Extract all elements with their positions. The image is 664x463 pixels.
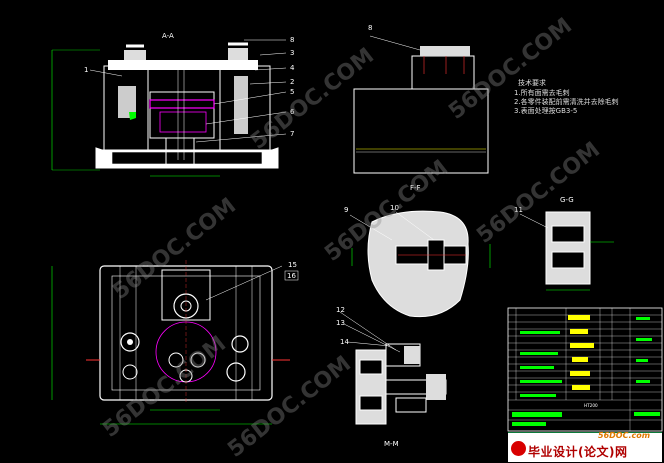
site-logo-icon <box>511 441 526 456</box>
tech-notes-line3: 3.表面处理按GB3-5 <box>514 106 577 115</box>
aa-magenta-insert <box>149 99 215 109</box>
aa-leader-3 <box>259 52 287 56</box>
aa-balloon-5: 5 <box>290 88 294 96</box>
section-ff-view: F-F 9 10 <box>344 184 491 318</box>
ff-leader-9 <box>349 214 393 241</box>
section-gg-view: G-G 11 <box>514 196 614 291</box>
aa-magenta-body <box>159 111 207 133</box>
aa-right-hatch <box>234 76 248 134</box>
aa-left-hatch <box>118 86 136 118</box>
plan-left-boss-dot <box>127 339 133 345</box>
section-ff-label: F-F <box>410 184 421 192</box>
aa-balloon-8: 8 <box>290 36 294 44</box>
plan-center-block <box>161 269 211 321</box>
plan-hole-b <box>190 352 206 368</box>
tb-yellow-cells <box>568 315 594 390</box>
mm-end-nut <box>426 374 446 400</box>
aa-right-knob <box>228 48 248 60</box>
plan-balloon-16: 16 <box>287 272 296 280</box>
mm-leader-14 <box>347 341 391 347</box>
aa-leader-4 <box>254 67 287 71</box>
tb-frame <box>507 307 663 432</box>
tr-leader <box>369 35 421 51</box>
aa-leader-6 <box>205 111 287 125</box>
tr-balloon-8: 8 <box>368 24 372 32</box>
mm-nut <box>404 346 420 364</box>
plan-right-boss-2 <box>226 362 246 382</box>
aa-leader-7 <box>195 133 287 143</box>
tb-right-cells <box>636 317 652 383</box>
watermark-d: 56DOC.COM <box>108 193 241 304</box>
tech-notes-title: 技术要求 <box>518 78 546 87</box>
aa-bottom-shaft <box>165 137 195 169</box>
site-logo-banner[interactable] <box>508 432 662 462</box>
aa-top-plate <box>108 60 258 70</box>
mm-slot-1 <box>359 359 383 375</box>
aa-balloon-7: 7 <box>290 130 294 138</box>
mm-leader-13 <box>343 323 401 353</box>
gg-slot-top <box>551 225 585 243</box>
gg-leader <box>519 213 549 229</box>
tech-notes-line1: 1.所有面需去毛刺 <box>514 88 570 97</box>
tb-green-cells <box>512 331 660 426</box>
top-right-view: 8 <box>353 24 489 174</box>
plan-box-16 <box>284 270 299 281</box>
plan-view: 15 16 <box>51 260 299 425</box>
aa-leader-1 <box>89 69 123 77</box>
mm-balloon-12: 12 <box>336 306 345 314</box>
watermark-e: 56DOC.COM <box>223 351 356 462</box>
mm-balloon-13: 13 <box>336 319 345 327</box>
tb-material: HT200 <box>584 403 598 408</box>
ff-balloon-10: 10 <box>390 204 399 212</box>
plan-balloon-15: 15 <box>288 261 297 269</box>
title-block: HT200 <box>507 307 663 432</box>
ff-leader-10 <box>395 211 435 241</box>
aa-base-cavity <box>111 151 263 165</box>
aa-leader-2 <box>249 81 287 85</box>
tech-notes: 技术要求 1.所有面需去毛刺 2.各零件装配前需清洗并去除毛刺 3.表面处理按G… <box>514 78 619 115</box>
watermark-a: 56DOC.COM <box>246 43 379 154</box>
gg-slot-bot <box>551 251 585 269</box>
section-mm-label: M-M <box>384 440 399 448</box>
plan-right-boss <box>231 335 249 353</box>
watermark-g: 56DOC.COM <box>98 331 231 442</box>
tr-head <box>411 55 475 90</box>
site-logo-text: 毕业设计(论文)网 <box>528 445 628 459</box>
plan-left-boss-2 <box>122 364 138 380</box>
section-gg-label: G-G <box>560 196 574 204</box>
section-mm-view: M-M 12 13 14 <box>336 306 447 448</box>
section-aa-view: A-A 1 8 3 4 <box>51 32 295 177</box>
plan-left-boss <box>120 332 140 352</box>
gg-balloon-11: 11 <box>514 206 523 214</box>
mm-slot-2 <box>359 395 383 411</box>
gg-body <box>545 211 591 285</box>
aa-balloon-1: 1 <box>84 66 88 74</box>
aa-balloon-4: 4 <box>290 64 295 72</box>
aa-leader-5 <box>213 91 287 105</box>
mm-balloon-14: 14 <box>340 338 349 346</box>
tr-head-top <box>420 46 470 56</box>
ff-balloon-9: 9 <box>344 206 348 214</box>
aa-balloon-3: 3 <box>290 49 294 57</box>
site-logo-url[interactable]: 56DOC.com <box>598 431 651 440</box>
aa-green-key <box>129 112 136 120</box>
aa-left-knob <box>124 50 146 60</box>
plan-hole-a <box>168 352 184 368</box>
mm-lower <box>395 397 427 413</box>
section-aa-label: A-A <box>162 32 174 40</box>
tech-notes-line2: 2.各零件装配前需清洗并去除毛刺 <box>514 97 619 106</box>
mm-leader-12 <box>339 311 397 351</box>
aa-balloon-2: 2 <box>290 78 294 86</box>
plan-leader-15 <box>205 265 283 301</box>
aa-balloon-6: 6 <box>290 108 295 116</box>
